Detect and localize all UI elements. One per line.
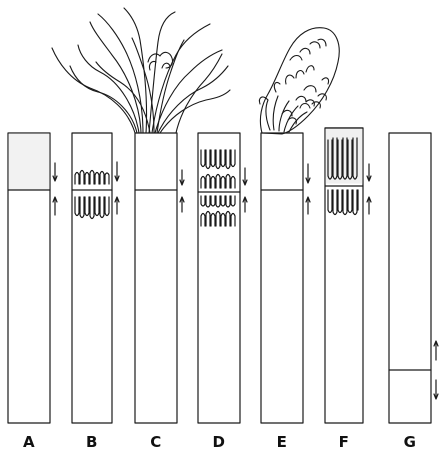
column-g [388,132,439,424]
column-e [258,27,340,424]
arrow-down-icon [433,379,439,400]
loops-mid [200,173,236,189]
loops-top [200,149,236,170]
column-a [7,132,58,424]
column-d [197,132,248,424]
label-e: E [276,433,288,451]
arrow-up-icon [242,196,248,213]
column-c [51,7,231,424]
loops-low-a [200,195,236,208]
loops-lower [74,196,110,220]
label-a: A [22,433,36,451]
arrow-up-icon [433,340,439,361]
column-f [324,127,372,424]
label-d: D [212,433,226,451]
arrow-up-icon [114,196,120,215]
column-b [71,132,120,424]
retracting-crown [258,27,340,135]
label-b: B [86,433,98,451]
arrow-up-icon [305,196,311,215]
label-c: C [150,433,162,451]
arrow-up-icon [52,196,58,216]
loops-upper [74,169,110,185]
folds-lower [327,189,359,216]
arrow-up-icon [366,196,372,215]
label-g: G [403,433,417,451]
arrow-up-icon [179,196,185,213]
folds-upper [327,137,358,180]
tentacle-crown [51,7,231,134]
arrow-down-icon [179,169,185,186]
arrow-down-icon [305,163,311,184]
label-f: F [338,433,350,451]
arrow-down-icon [52,162,58,182]
arrow-down-icon [114,161,120,182]
arrow-down-icon [242,167,248,186]
loops-low-b [200,210,236,227]
arrow-down-icon [366,163,372,182]
